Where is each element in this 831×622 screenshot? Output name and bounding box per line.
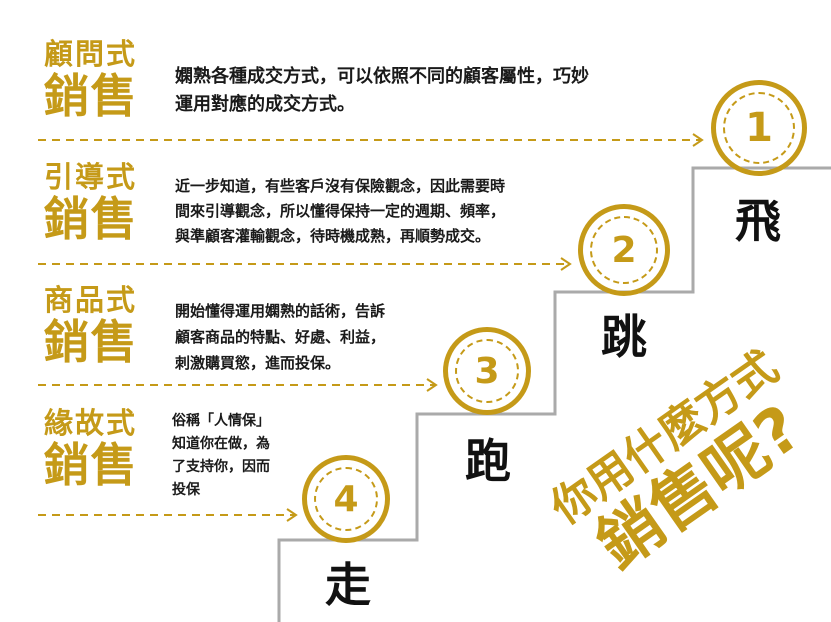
arrow-2 [38, 257, 572, 271]
section-4-title: 緣故式 銷售 [38, 406, 143, 492]
section-3-title: 商品式 銷售 [38, 283, 143, 369]
step-3-label: 跑 [465, 434, 511, 488]
section-2-title-small: 引導式 [43, 160, 137, 194]
section-1-title-small: 顧問式 [43, 37, 137, 71]
section-3-desc: 開始懂得運用嫻熟的話術，告訴 顧客商品的特點、好處、利益， 刺激購買慾，進而投保… [175, 302, 386, 372]
section-4-desc: 俗稱「人情保」 知道你在做，為 了支持你，因而 投保 [172, 413, 270, 498]
step-1-circle-ring [723, 92, 795, 164]
section-4-title-small: 緣故式 [43, 406, 137, 440]
arrow-1 [38, 133, 704, 147]
arrow-3 [38, 378, 438, 392]
section-2-title: 引導式 銷售 [38, 160, 143, 246]
step-4-circle-ring [314, 467, 378, 531]
step-1-number: 1 [745, 105, 773, 151]
step-2-number: 2 [611, 229, 637, 271]
step-2-label: 跳 [601, 310, 647, 364]
step-4-circle: 4 [302, 455, 390, 543]
section-1-desc: 嫻熟各種成交方式，可以依照不同的顧客屬性，巧妙 運用對應的成交方式。 [175, 66, 589, 115]
section-4-title-big: 銷售 [43, 438, 138, 492]
arrow-4 [38, 508, 298, 522]
section-2-desc: 近一步知道，有些客戶沒有保險觀念，因此需要時 間來引導觀念，所以懂得保持一定的週… [175, 177, 506, 245]
step-3-circle-ring [455, 339, 519, 403]
step-3-circle: 3 [443, 327, 531, 415]
step-4-number: 4 [333, 478, 359, 520]
step-4-label: 走 [325, 558, 371, 612]
section-2-title-big: 銷售 [43, 192, 138, 246]
section-1-title-big: 銷售 [43, 69, 138, 123]
step-1-label: 飛 [735, 194, 781, 248]
section-3-title-small: 商品式 [43, 283, 137, 317]
step-3-number: 3 [474, 350, 500, 392]
step-2-circle: 2 [578, 204, 670, 296]
staircase [277, 166, 831, 622]
section-1-title: 顧問式 銷售 [38, 37, 143, 123]
step-1-circle: 1 [711, 80, 807, 176]
section-3-title-big: 銷售 [43, 315, 138, 369]
step-2-circle-ring [590, 216, 658, 284]
